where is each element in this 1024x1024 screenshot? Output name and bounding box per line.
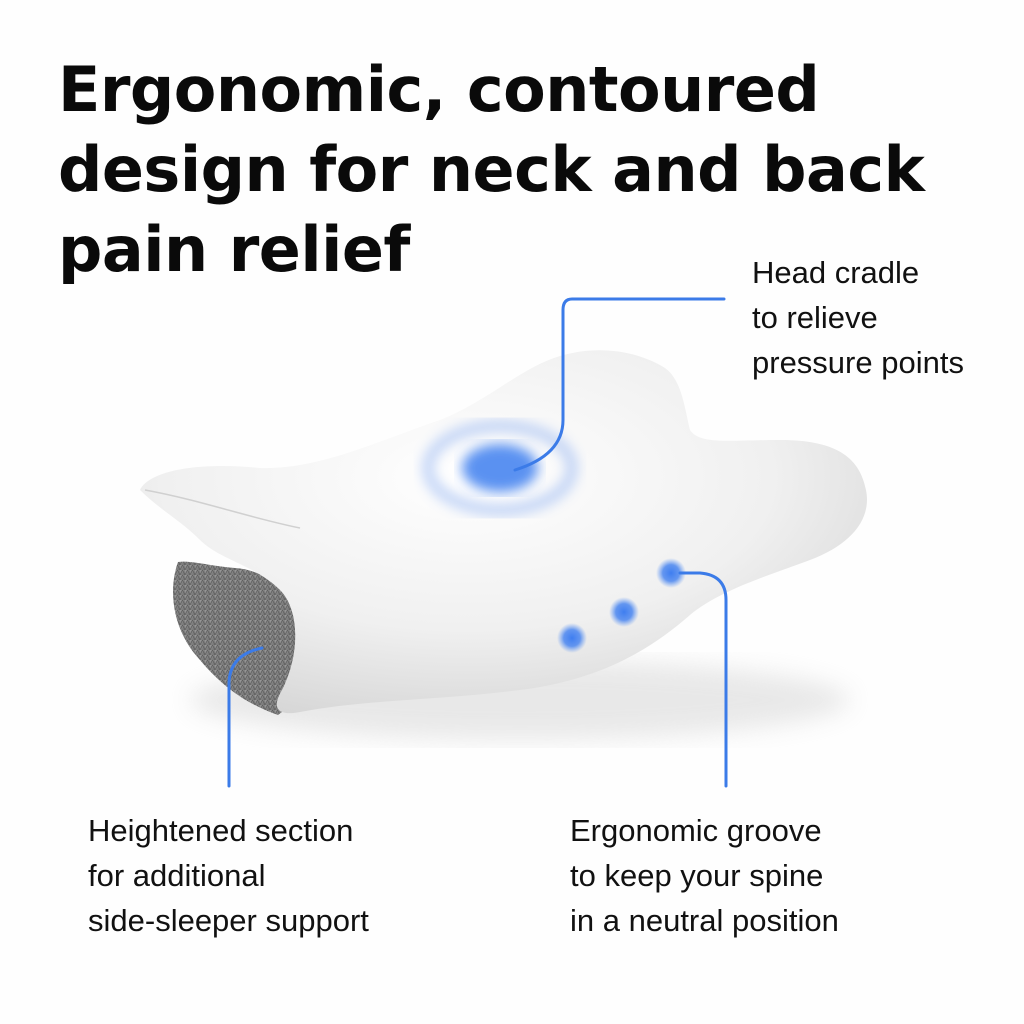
mesh-side-panel bbox=[173, 561, 303, 715]
headline-line-3: pain relief bbox=[58, 213, 410, 286]
pillow-crease bbox=[144, 489, 301, 529]
callout-side-section-line-1: Heightened section bbox=[88, 813, 354, 848]
headline-line-1: Ergonomic, contoured bbox=[58, 53, 820, 126]
spine-groove-dot-3 bbox=[656, 558, 686, 588]
callout-groove: Ergonomic groove to keep your spine in a… bbox=[570, 808, 839, 943]
callout-head-cradle: Head cradle to relieve pressure points bbox=[752, 250, 964, 385]
callout-side-section-line-3: side-sleeper support bbox=[88, 903, 369, 938]
callout-head-cradle-line-1: Head cradle bbox=[752, 255, 920, 290]
callout-groove-line-2: to keep your spine bbox=[570, 858, 824, 893]
headline: Ergonomic, contoured design for neck and… bbox=[58, 50, 958, 290]
callout-head-cradle-line-3: pressure points bbox=[752, 345, 964, 380]
groove-leader-line bbox=[678, 571, 728, 788]
headline-line-2: design for neck and back bbox=[58, 133, 925, 206]
spine-groove-dot-1 bbox=[557, 623, 587, 653]
head-cradle-pressure-ring bbox=[422, 420, 578, 516]
spine-groove-dot-2 bbox=[609, 597, 639, 627]
callout-side-section: Heightened section for additional side-s… bbox=[88, 808, 369, 943]
callout-groove-line-3: in a neutral position bbox=[570, 903, 839, 938]
callout-groove-line-1: Ergonomic groove bbox=[570, 813, 822, 848]
pillow-body bbox=[140, 350, 867, 714]
head-cradle-leader-line bbox=[513, 297, 726, 472]
side-section-leader-line bbox=[227, 646, 264, 788]
callout-side-section-line-2: for additional bbox=[88, 858, 266, 893]
callout-head-cradle-line-2: to relieve bbox=[752, 300, 878, 335]
